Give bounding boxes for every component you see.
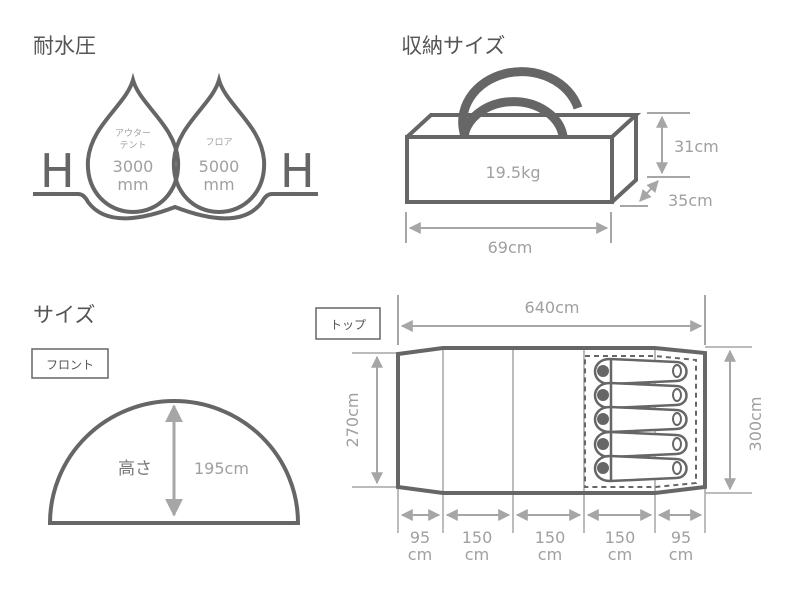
- size-top-section: トップ 640cm: [315, 295, 765, 564]
- storage-size-title: 収納サイズ: [401, 34, 505, 58]
- size-front-section: サイズ フロント 高さ 195cm: [31, 303, 301, 525]
- segment-5-unit: cm: [669, 545, 693, 564]
- segment-3-value: 150: [535, 528, 566, 547]
- bag-handle-front-icon: [459, 97, 568, 137]
- storage-bag-icon: [405, 113, 642, 204]
- segment-5-value: 95: [671, 528, 691, 547]
- ground-line-icon: [33, 192, 318, 221]
- h-right-icon: H: [280, 144, 315, 198]
- top-inner-width: 270cm: [343, 393, 362, 448]
- size-title: サイズ: [33, 303, 95, 327]
- bag-depth: 35cm: [668, 191, 713, 210]
- segment-labels: 95 cm 150 cm 150 cm 150 cm 95 cm: [408, 528, 693, 564]
- outer-tent-value: 3000: [113, 157, 154, 176]
- segment-4-unit: cm: [608, 545, 632, 564]
- floor-drop-icon: [171, 72, 267, 215]
- bag-width: 69cm: [488, 238, 533, 257]
- tent-top-outline-icon: [396, 346, 707, 495]
- segment-4-value: 150: [605, 528, 636, 547]
- floor-value: 5000: [199, 157, 240, 176]
- bag-weight: 19.5kg: [485, 163, 540, 182]
- sleeping-bag-icon: [593, 454, 688, 483]
- storage-size-section: 収納サイズ 19.5kg 31cm 35cm 69cm: [401, 34, 719, 257]
- front-height-value: 195cm: [194, 459, 249, 478]
- top-tag-box: [315, 307, 381, 340]
- sleeping-bag-icon: [593, 381, 688, 410]
- top-total-length: 640cm: [525, 298, 580, 317]
- floor-label: フロア: [205, 138, 232, 148]
- tent-front-profile-icon: [47, 399, 301, 525]
- outer-tent-drop-icon: [85, 72, 181, 215]
- sleeping-bag-icon: [593, 405, 688, 434]
- top-outer-width: 300cm: [746, 397, 765, 452]
- segment-2-unit: cm: [465, 545, 489, 564]
- segment-1-value: 95: [410, 528, 430, 547]
- front-height-label: 高さ: [118, 459, 152, 479]
- segment-3-unit: cm: [538, 545, 562, 564]
- floor-unit: mm: [203, 175, 234, 194]
- outer-tent-label-2: テント: [119, 140, 146, 151]
- segment-2-value: 150: [462, 528, 493, 547]
- water-pressure-section: 耐水圧 H H アウター テント 3000 mm フロア 5000 mm: [33, 34, 318, 221]
- top-tag: トップ: [330, 318, 366, 332]
- depth-dimension-arrow: [639, 180, 659, 202]
- inner-tent-dashed-outline: [584, 355, 697, 488]
- sleeping-bag-icon: [593, 430, 688, 459]
- h-left-icon: H: [40, 144, 75, 198]
- outer-tent-unit: mm: [117, 175, 148, 194]
- sleeping-bags: [593, 357, 688, 483]
- front-tag-box: [31, 348, 109, 379]
- outer-tent-label-1: アウター: [115, 128, 151, 139]
- sleeping-bag-icon: [593, 357, 688, 386]
- segment-1-unit: cm: [408, 545, 432, 564]
- water-pressure-title: 耐水圧: [33, 34, 96, 58]
- front-tag: フロント: [46, 358, 94, 372]
- bag-height: 31cm: [674, 137, 719, 156]
